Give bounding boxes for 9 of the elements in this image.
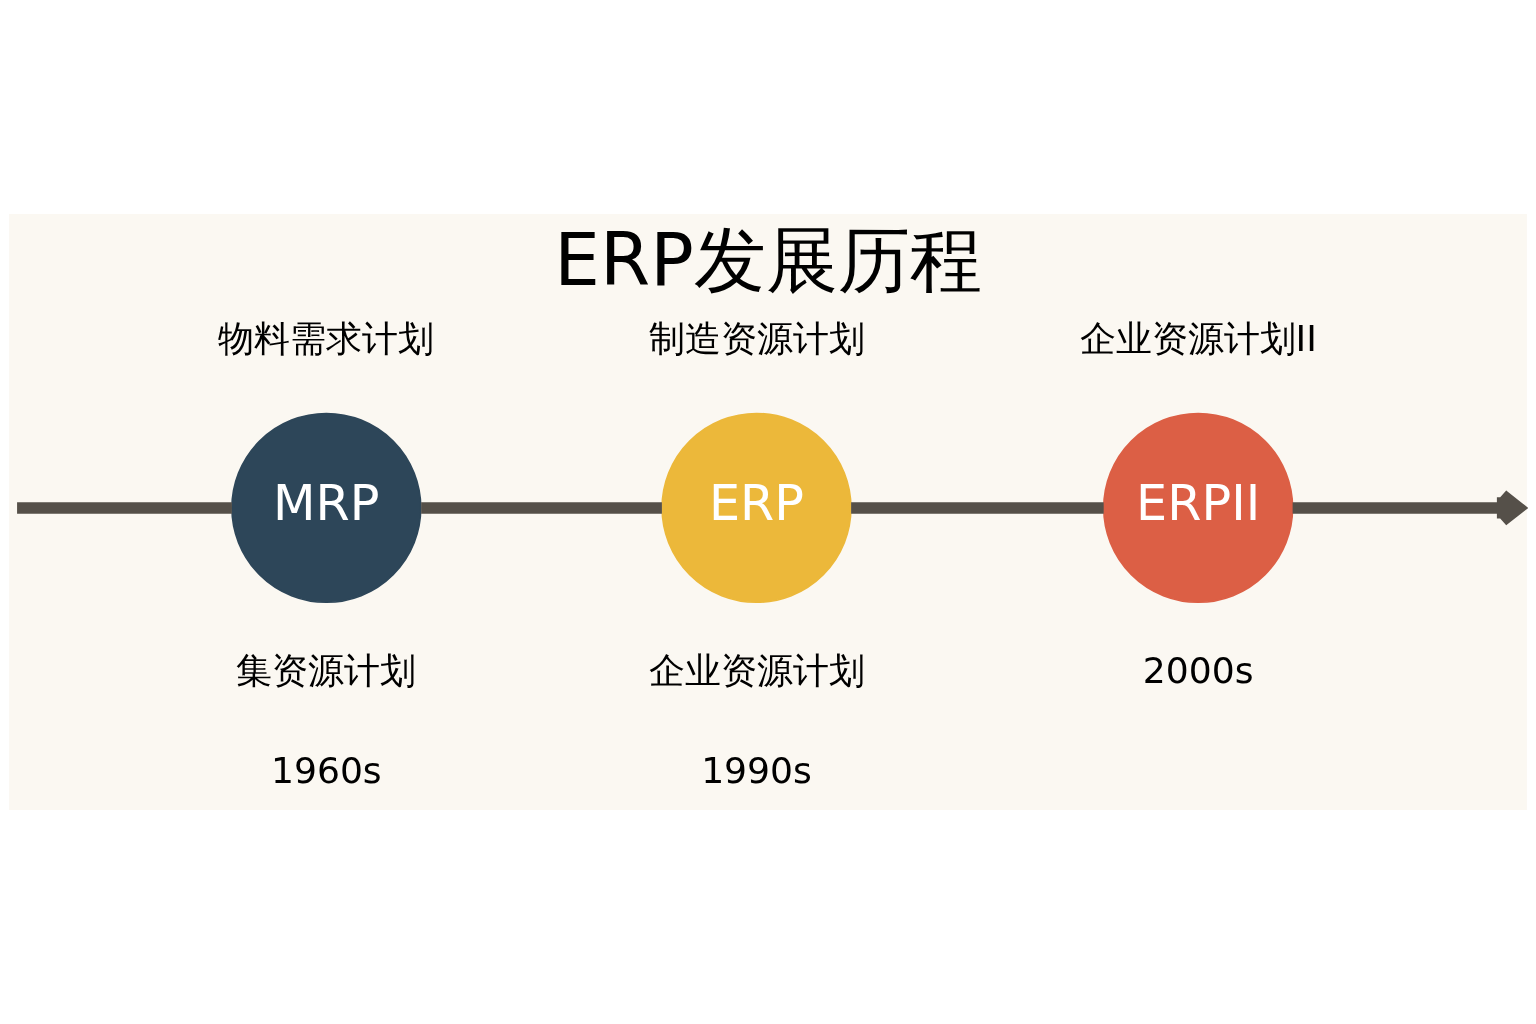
node-label: 2000s xyxy=(1142,648,1254,692)
node-label: 1960s xyxy=(270,749,382,793)
node-label: 企业资源计划 xyxy=(648,648,865,692)
node-label: 制造资源计划 xyxy=(648,317,865,361)
node-label: 企业资源计划II xyxy=(1079,317,1317,361)
node-label: 1990s xyxy=(701,749,812,793)
node-label: 物料需求计划 xyxy=(218,317,435,361)
node-label: 集资源计划 xyxy=(236,648,417,692)
diagram-title: ERP发展历程 xyxy=(554,217,982,302)
